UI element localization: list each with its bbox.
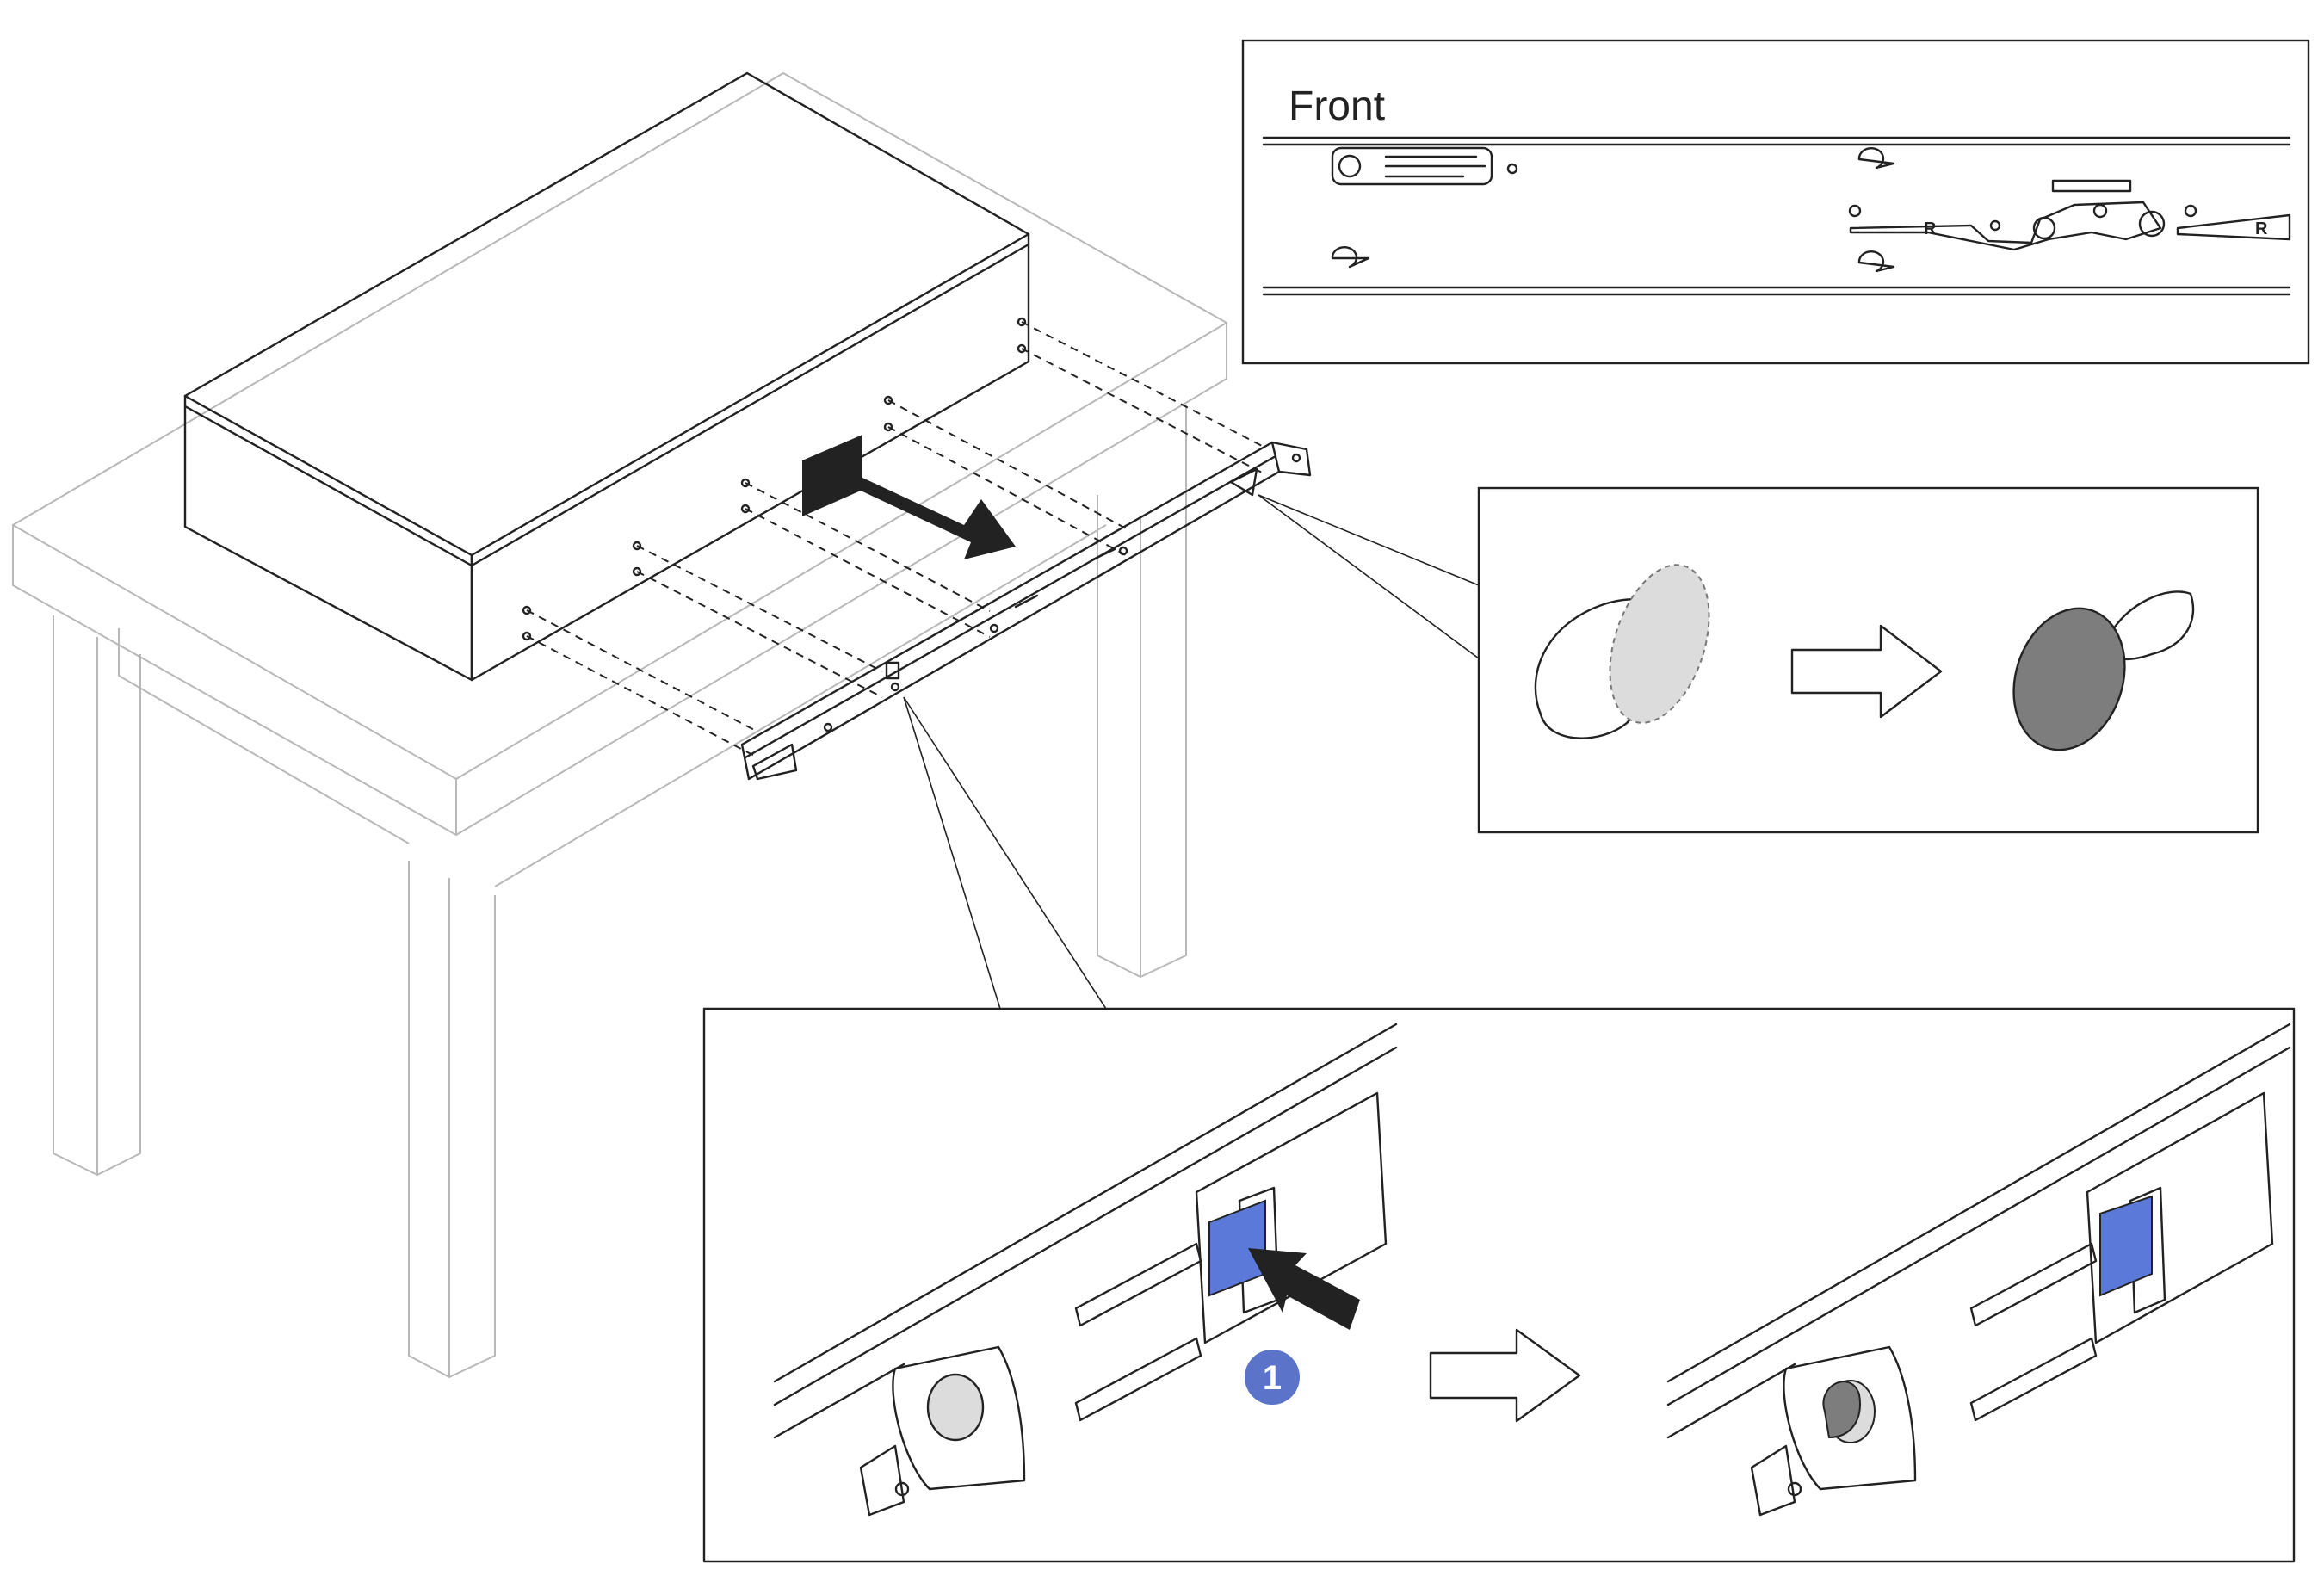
transition-arrow-icon — [1790, 624, 1943, 719]
alignment-lines — [526, 321, 1266, 758]
push-arrow-icon — [802, 435, 1016, 559]
rail-mark-r-2: R — [2255, 219, 2268, 238]
latch-after — [1666, 1023, 2291, 1517]
step-badge-icon — [1245, 1350, 1300, 1405]
blue-release-latch-2 — [2099, 1195, 2153, 1297]
press-arrow-icon — [1248, 1248, 1360, 1330]
chassis-pins — [522, 317, 1027, 641]
transition-arrow-icon-2 — [1429, 1328, 1581, 1423]
latch-detail-panel: 1 — [702, 696, 2296, 1563]
blue-release-latch — [1208, 1199, 1266, 1297]
latch-before: 1 — [773, 1023, 1398, 1517]
step-number: 1 — [1263, 1359, 1282, 1397]
rail-mark-r: R — [1924, 219, 1937, 238]
front-label: Front — [1289, 83, 1385, 129]
slide-rail — [740, 441, 1312, 781]
cap-detail-panel — [1258, 486, 2259, 834]
server-chassis — [183, 71, 1030, 682]
table — [12, 72, 1227, 1378]
front-detail-panel: Front R R — [1241, 39, 2310, 365]
